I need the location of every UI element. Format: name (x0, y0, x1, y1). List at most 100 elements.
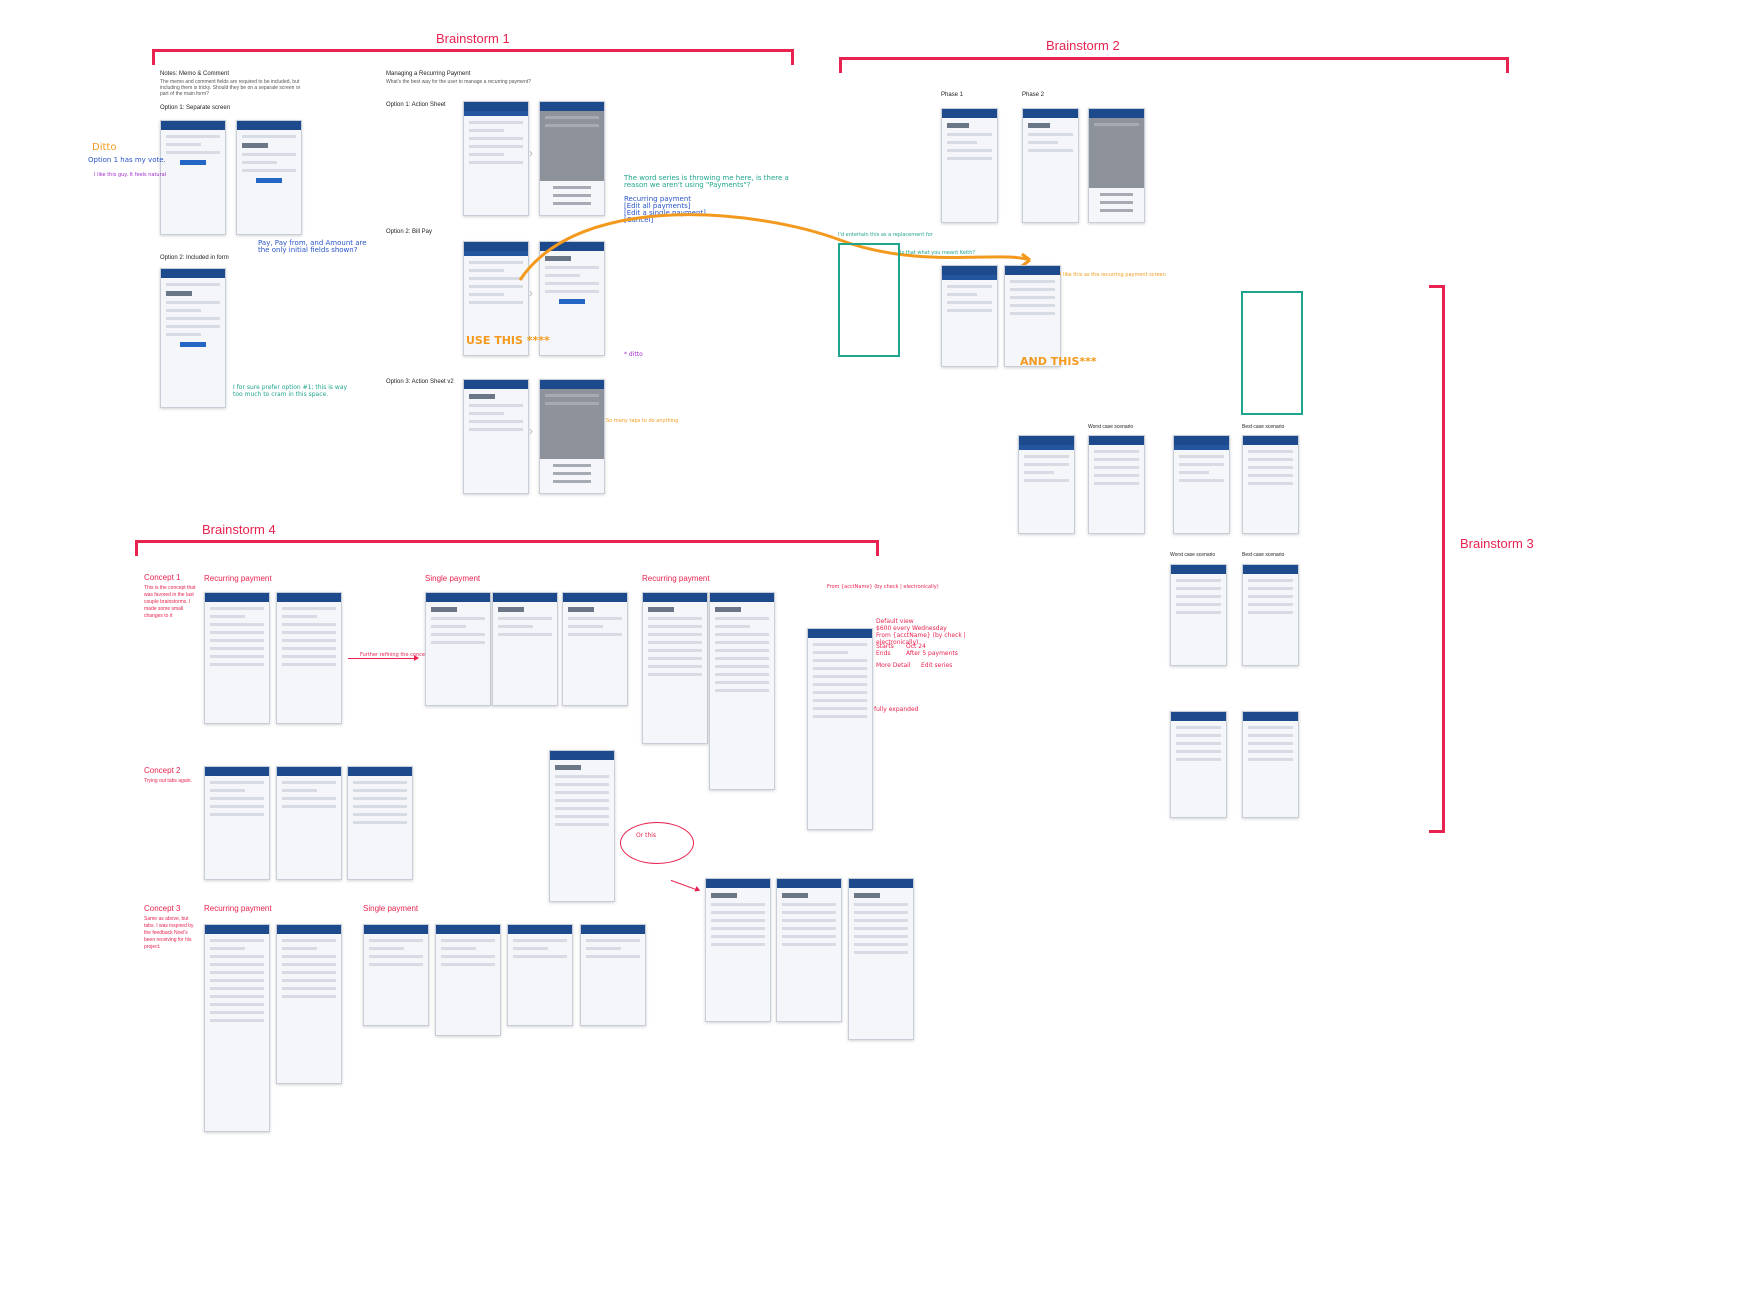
brainstorm-2-title: Brainstorm 2 (1046, 38, 1120, 53)
phone-phase2-a (1022, 108, 1079, 223)
arrow-further (348, 655, 419, 661)
concept-1-desc: This is the concept that was favored in … (144, 585, 196, 619)
phone-phase2-b (1088, 108, 1145, 223)
phone-c2-1 (204, 766, 270, 880)
or-this-circle (620, 822, 694, 864)
concept-2-desc: Trying out tabs again. (144, 778, 192, 784)
comment-use-this: USE THIS **** (466, 334, 550, 347)
comment-ditto-2: * ditto (624, 351, 643, 358)
starts-ends-note: Starts Ends (876, 643, 894, 657)
brainstorm-2-brace (839, 57, 1509, 74)
phone-b3-1 (1018, 435, 1075, 534)
sketch-outline-1 (838, 243, 900, 357)
brainstorm-4-title: Brainstorm 4 (202, 522, 276, 537)
b3-best-label-2: Best case scenario (1242, 552, 1285, 558)
b3-worst-label-1: Worst case scenario (1088, 424, 1134, 430)
comment-replacement: I'd entertain this as a replacement for (838, 232, 933, 238)
phone-c3-2 (276, 924, 342, 1084)
phone-c3-3 (363, 924, 429, 1026)
phone-c1-2 (276, 592, 342, 724)
edit-series-note: Edit series (921, 662, 953, 669)
further-refining-note: Further refining the concept (360, 652, 431, 658)
phone-memo-opt2 (160, 268, 226, 408)
concept-3-single-label: Single payment (363, 904, 419, 913)
comment-prefer: I for sure prefer option #1; this is way… (233, 384, 348, 398)
concept-1-recurring-label: Recurring payment (204, 574, 272, 583)
comment-natural: I like this guy. It feels natural (94, 172, 167, 178)
phone-c3-4 (435, 924, 501, 1036)
brainstorm-3-brace (1428, 285, 1445, 833)
starts-ends-values: Oct 24 After 5 payments (906, 643, 958, 657)
concept-3-recurring-label: Recurring payment (204, 904, 272, 913)
memo-heading: Notes: Memo & Comment (160, 71, 230, 77)
phone-c2-5 (776, 878, 842, 1022)
phone-c1-4 (492, 592, 558, 706)
phone-opt1-a (463, 101, 529, 216)
comment-series-question: The word series is throwing me here, is … (624, 174, 789, 189)
arrow-to-phones (670, 879, 700, 892)
concept-3-desc: Same as above, but tabs. I was inspired … (144, 916, 194, 950)
comment-menu: Recurring payment [Edit all payments] [E… (624, 195, 706, 224)
phone-c2-detail (549, 750, 615, 902)
memo-option-1: Option 1: Separate screen (160, 105, 231, 111)
brainstorm-1-title: Brainstorm 1 (436, 31, 510, 46)
concept-3-title: Concept 3 (144, 904, 181, 913)
chevron-right-icon: › (529, 286, 533, 300)
phone-c1-6 (642, 592, 708, 744)
phone-memo-opt1-b (236, 120, 302, 235)
phone-b3-2 (1088, 435, 1145, 534)
more-detail-note: More Detail (876, 662, 911, 669)
recurring-heading: Managing a Recurring Payment (386, 71, 471, 77)
phase-1-label: Phase 1 (941, 92, 964, 98)
chevron-right-icon: › (529, 424, 533, 438)
phone-b2-details (941, 265, 998, 367)
comment-and-this: AND THIS*** (1020, 355, 1097, 368)
phone-c1-5 (562, 592, 628, 706)
recurring-option-2: Option 2: Bill Pay (386, 229, 433, 235)
comment-vote: Option 1 has my vote. (88, 156, 166, 164)
phase-2-label: Phase 2 (1022, 92, 1045, 98)
phone-b3-6 (1242, 564, 1299, 666)
phone-b3-3 (1173, 435, 1230, 534)
phone-c3-5 (507, 924, 573, 1026)
phone-opt3-a (463, 379, 529, 494)
phone-opt3-b (539, 379, 605, 494)
concept-1-title: Concept 1 (144, 573, 181, 582)
phone-opt2-a (463, 241, 529, 356)
concept-1-single-label: Single payment (425, 574, 481, 583)
concept-1-recurring-label-2: Recurring payment (642, 574, 710, 583)
comment-ditto: Ditto (92, 142, 117, 153)
phone-memo-opt1-a (160, 120, 226, 235)
comment-what-you-meant: Is that what you meant Keith? (900, 250, 976, 256)
brainstorm-3-title: Brainstorm 3 (1460, 536, 1534, 551)
comment-like-this: I like this as the recurring payment scr… (1060, 272, 1166, 278)
brainstorm-4-brace (135, 540, 879, 557)
phone-b3-4 (1242, 435, 1299, 534)
brainstorm-1-brace (152, 49, 794, 66)
phone-opt1-b (539, 101, 605, 216)
comment-taps: So many taps to do anything (606, 418, 679, 424)
phone-c3-6 (580, 924, 646, 1026)
b3-worst-label-2: Worst case scenario (1170, 552, 1216, 558)
b3-best-label-1: Best case scenario (1242, 424, 1285, 430)
concept-2-title: Concept 2 (144, 766, 181, 775)
phone-b3-7 (1170, 711, 1227, 818)
sketch-outline-2 (1241, 291, 1303, 415)
recurring-option-3: Option 3: Action Sheet v2 (386, 379, 454, 385)
phone-phase1 (941, 108, 998, 223)
phone-c1-1 (204, 592, 270, 724)
phone-c2-2 (276, 766, 342, 880)
memo-option-2: Option 2: Included in form (160, 255, 229, 261)
comment-fields: Pay, Pay from, and Amount are the only i… (258, 239, 367, 254)
phone-c3-1 (204, 924, 270, 1132)
recurring-option-1: Option 1: Action Sheet (386, 102, 446, 108)
phone-c1-3 (425, 592, 491, 706)
default-view-note: Default view $600 every Wednesday From {… (876, 618, 966, 646)
phone-c2-3 (347, 766, 413, 880)
phone-c2-6 (848, 878, 914, 1040)
or-this-note: Or this (636, 832, 657, 839)
phone-b3-8 (1242, 711, 1299, 818)
from-line-note: From {acctName} (by check | electronical… (827, 584, 939, 590)
chevron-right-icon: › (529, 146, 533, 160)
phone-c1-expanded (807, 628, 873, 830)
